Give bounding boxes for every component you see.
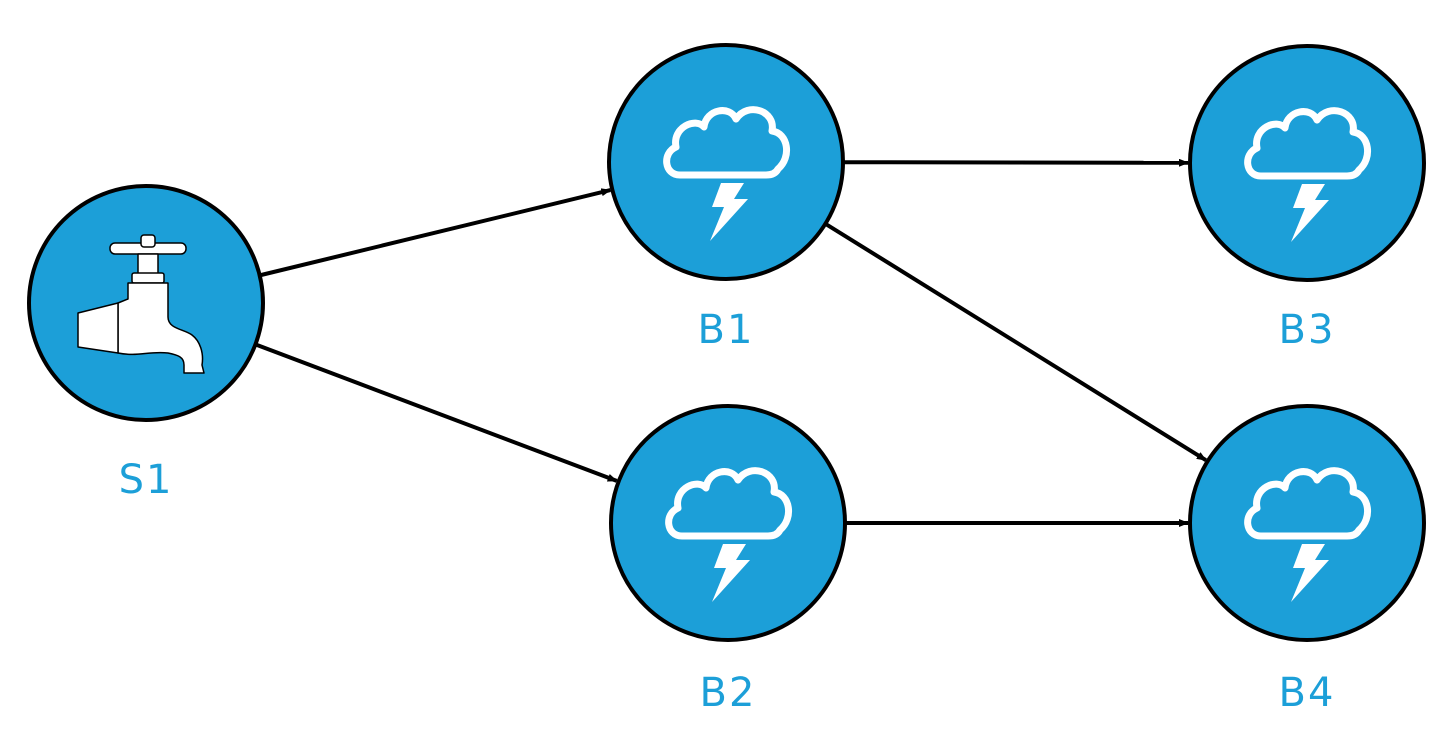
edge-b1-to-b3 (843, 158, 1190, 167)
edge-s1-to-b1 (260, 188, 612, 278)
node-b2[interactable] (609, 404, 847, 642)
node-b4[interactable] (1188, 404, 1426, 642)
edge-b1-to-b4 (825, 222, 1207, 462)
node-circle (609, 404, 847, 642)
node-circle (607, 43, 845, 281)
node-s1[interactable] (27, 184, 265, 422)
node-circle (1188, 44, 1426, 282)
node-circle (1188, 404, 1426, 642)
edges-layer (255, 158, 1207, 527)
node-label-b2: B2 (699, 670, 757, 716)
edge-s1-to-b2 (255, 342, 618, 483)
node-label-b4: B4 (1278, 670, 1336, 716)
node-b1[interactable] (607, 43, 845, 281)
node-label-s1: S1 (118, 457, 174, 503)
node-label-b1: B1 (697, 307, 755, 353)
nodes-layer (27, 43, 1426, 642)
node-label-b3: B3 (1278, 307, 1336, 353)
node-b3[interactable] (1188, 44, 1426, 282)
